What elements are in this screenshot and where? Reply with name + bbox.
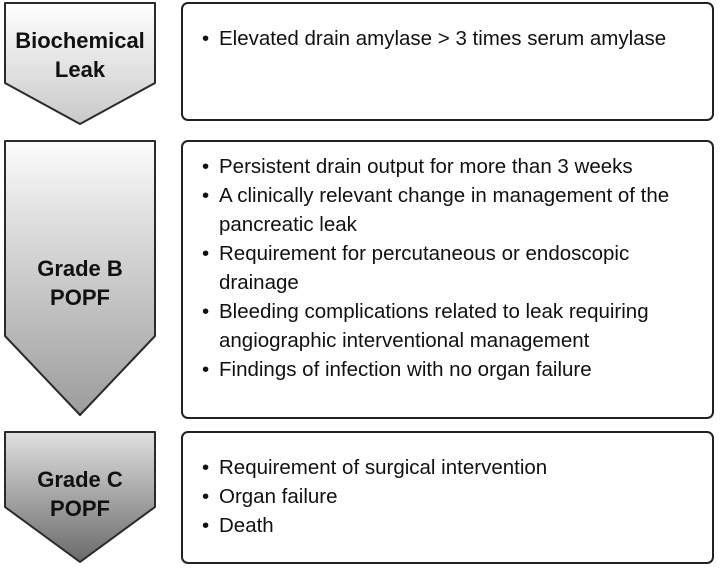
criteria-box-grade-b: Persistent drain output for more than 3 … (181, 140, 714, 419)
arrow-grade-c (4, 431, 156, 563)
criteria-item: Bleeding complications related to leak r… (183, 297, 712, 355)
arrow-biochemical-leak (4, 2, 156, 125)
criteria-item: Findings of infection with no organ fail… (183, 355, 712, 384)
grade-label-grade-b: Grade B POPF (37, 256, 123, 310)
criteria-item: Organ failure (183, 482, 712, 511)
criteria-item: Requirement for percutaneous or endoscop… (183, 239, 712, 297)
criteria-item: Death (183, 511, 712, 540)
criteria-item: Elevated drain amylase > 3 times serum a… (183, 24, 712, 53)
criteria-box-biochemical: Elevated drain amylase > 3 times serum a… (181, 2, 714, 121)
grade-label-grade-c: Grade C POPF (37, 467, 123, 521)
criteria-item: Persistent drain output for more than 3 … (183, 152, 712, 181)
criteria-item: Requirement of surgical intervention (183, 453, 712, 482)
arrow-grade-b (4, 140, 156, 416)
grade-label-biochemical: Biochemical Leak (15, 28, 145, 82)
criteria-box-grade-c: Requirement of surgical intervention Org… (181, 431, 714, 564)
criteria-item: A clinically relevant change in manageme… (183, 181, 712, 239)
